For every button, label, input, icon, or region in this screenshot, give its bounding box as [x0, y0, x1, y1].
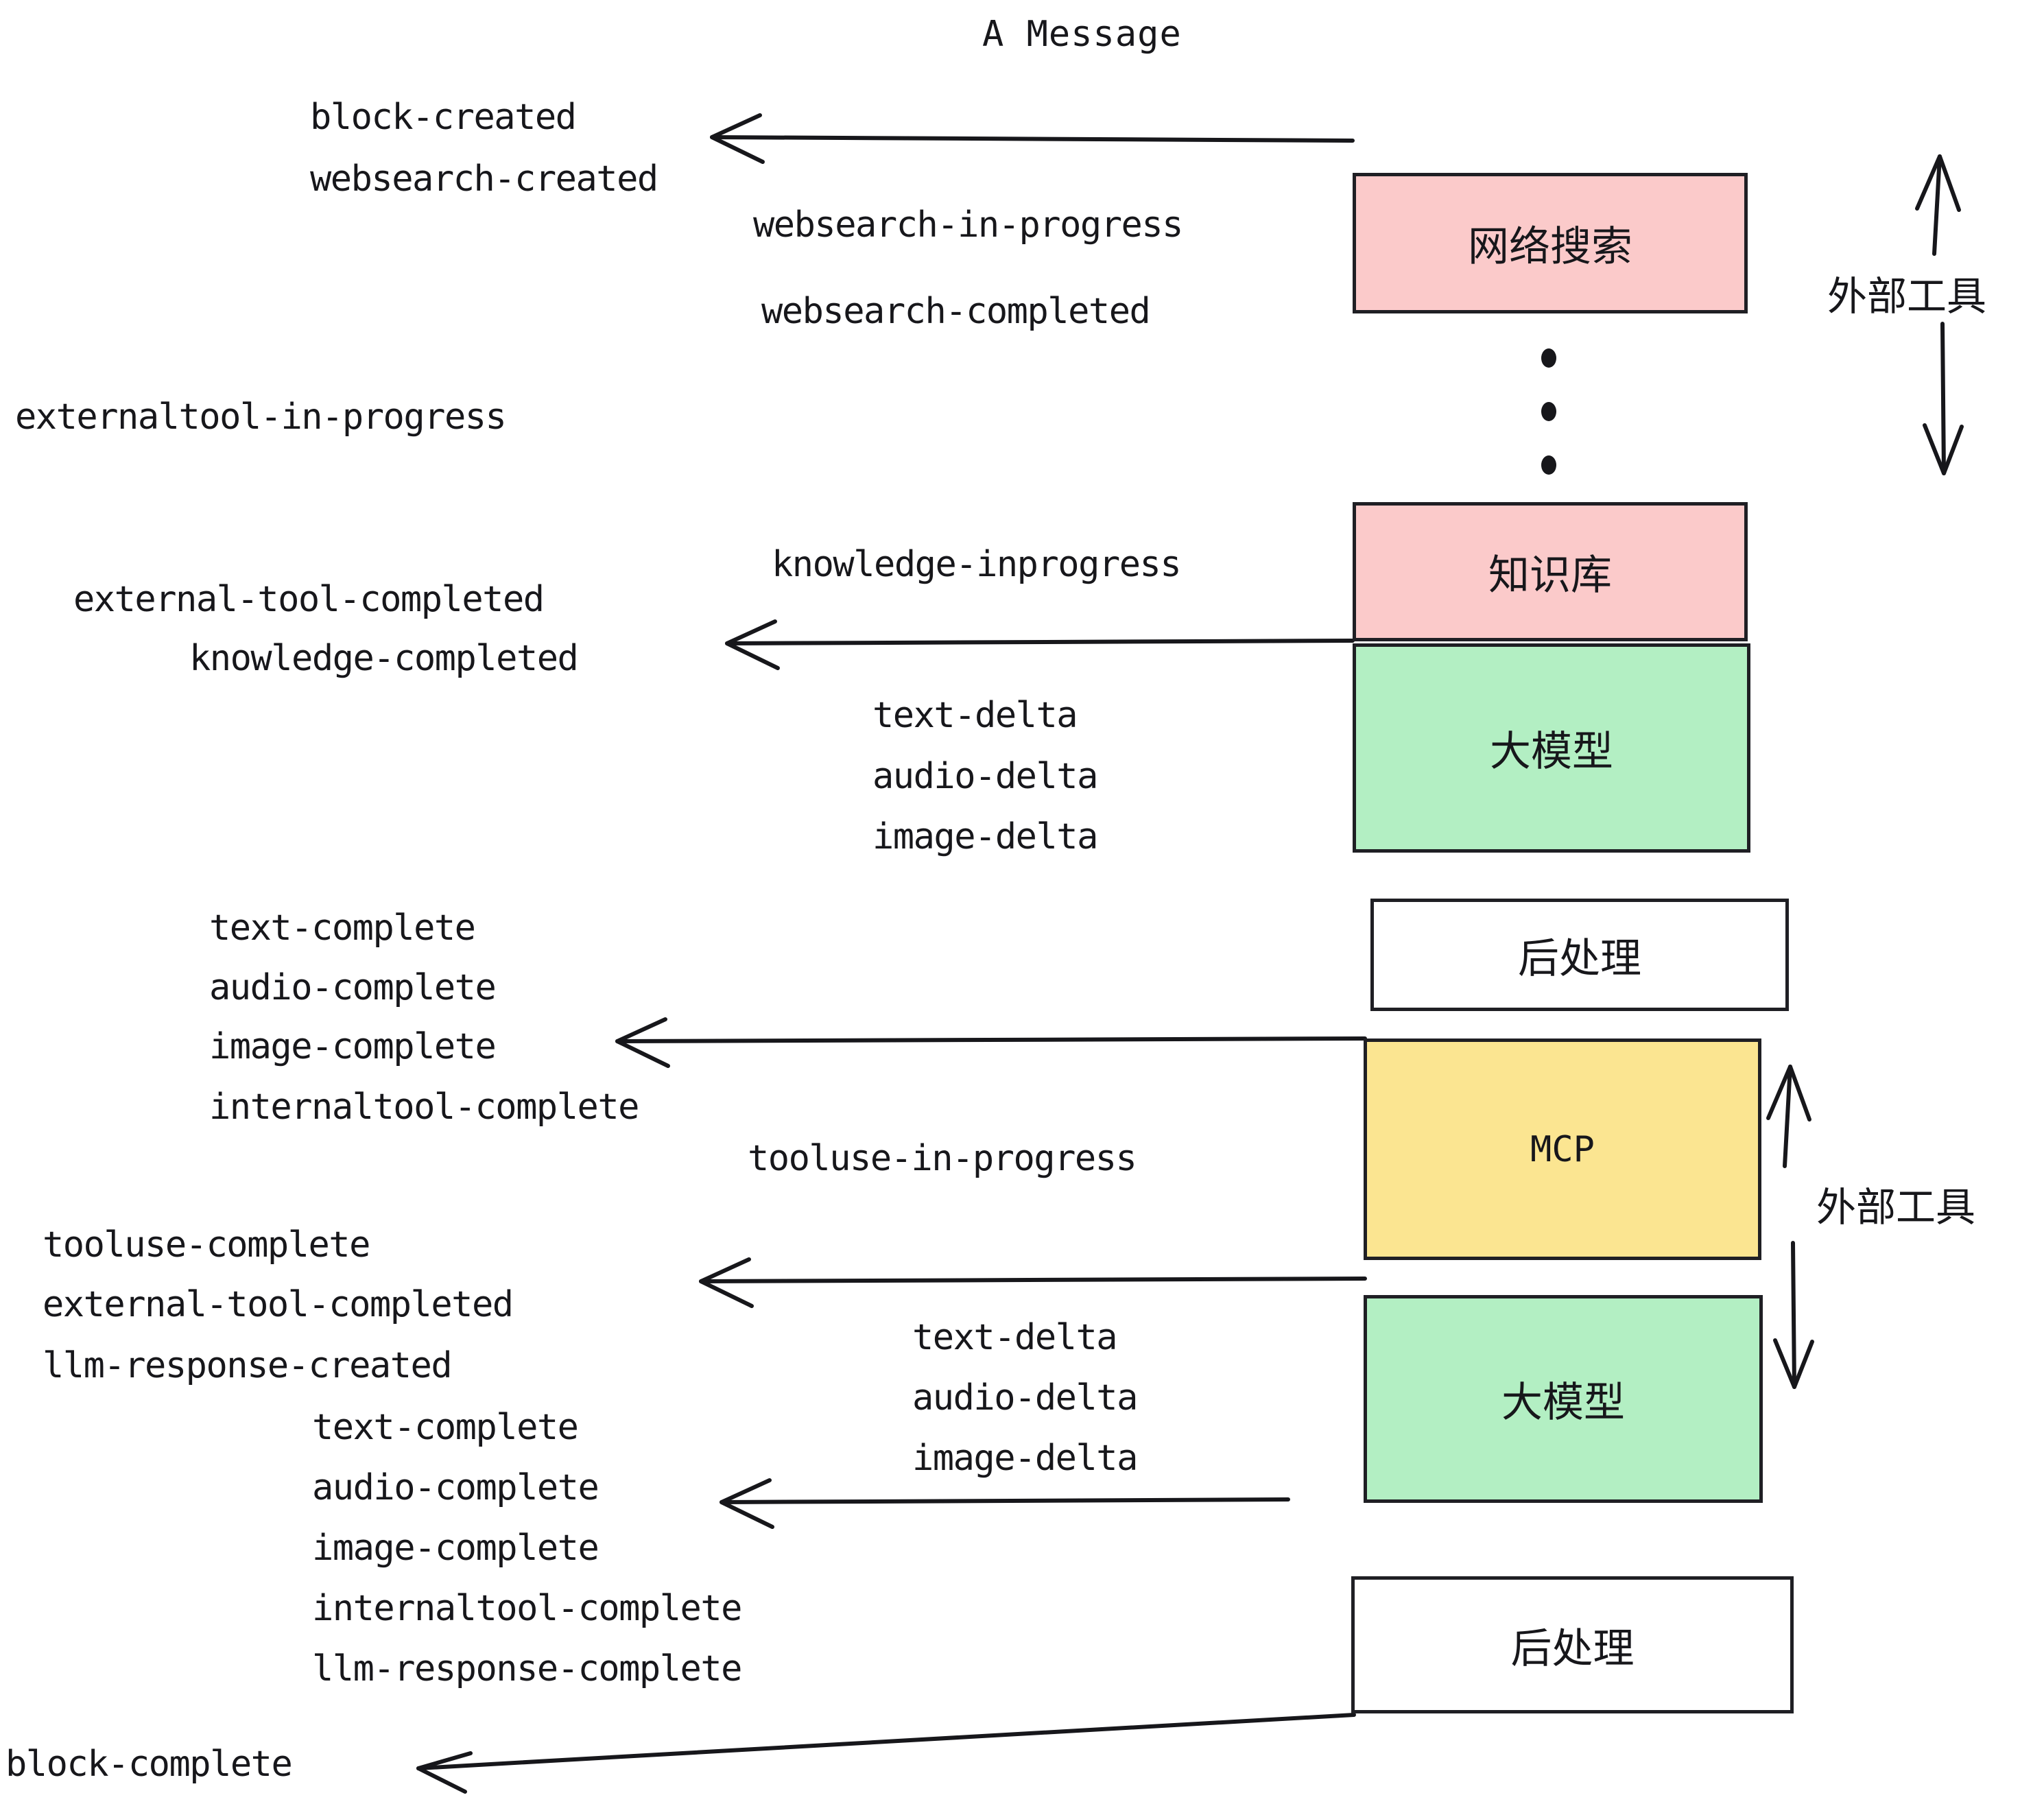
box-postprocess-2-label: 后处理: [1510, 1624, 1635, 1673]
event-text-complete-2: text-complete: [312, 1407, 579, 1448]
event-text-complete-1: text-complete: [209, 907, 476, 949]
ellipsis-dot-2: [1541, 402, 1556, 421]
external-tool-top-up-line: [1932, 154, 1942, 256]
external-tool-bottom-down-line: [1791, 1241, 1796, 1389]
event-audio-delta-1: audio-delta: [872, 756, 1098, 797]
event-websearch-created: websearch-created: [310, 158, 658, 200]
external-tool-top-down-line: [1940, 322, 1946, 475]
arrow-line-6: [416, 1713, 1356, 1770]
box-postprocess-2[interactable]: 后处理: [1351, 1576, 1794, 1713]
box-mcp-label: MCP: [1530, 1128, 1595, 1170]
arrow-head-1: [710, 113, 765, 164]
event-image-complete-2: image-complete: [312, 1528, 599, 1569]
ellipsis-dot-3: [1541, 455, 1556, 475]
event-external-tool-completed-1: external-tool-completed: [73, 579, 545, 620]
event-audio-complete-1: audio-complete: [209, 967, 497, 1008]
box-llm-1[interactable]: 大模型: [1353, 643, 1750, 853]
arrow-line-4: [699, 1277, 1367, 1283]
event-tooluse-in-progress: tooluse-in-progress: [748, 1138, 1137, 1179]
arrow-line-5: [720, 1497, 1290, 1504]
event-audio-complete-2: audio-complete: [312, 1467, 599, 1508]
event-block-created: block-created: [310, 97, 577, 138]
box-llm-2[interactable]: 大模型: [1364, 1295, 1763, 1503]
external-tool-label-top: 外部工具: [1827, 273, 1987, 320]
arrow-head-2: [725, 619, 780, 670]
event-llm-response-complete: llm-response-complete: [312, 1648, 742, 1689]
event-image-complete-1: image-complete: [209, 1026, 497, 1067]
event-internaltool-complete-1: internaltool-complete: [209, 1087, 639, 1128]
event-websearch-completed: websearch-completed: [761, 291, 1151, 332]
box-knowledge[interactable]: 知识库: [1353, 502, 1748, 641]
external-tool-bottom-up-line: [1783, 1065, 1792, 1168]
box-postprocess-1-label: 后处理: [1518, 934, 1641, 983]
event-audio-delta-2: audio-delta: [912, 1377, 1138, 1419]
event-llm-response-created: llm-response-created: [43, 1345, 453, 1386]
event-knowledge-inprogress: knowledge-inprogress: [772, 544, 1182, 585]
event-block-complete: block-complete: [5, 1744, 293, 1785]
event-image-delta-1: image-delta: [872, 816, 1098, 857]
event-externaltool-in-progress: externaltool-in-progress: [15, 396, 507, 438]
event-external-tool-completed-2: external-tool-completed: [43, 1284, 514, 1325]
external-tool-top-up-head: [1915, 154, 1961, 212]
box-knowledge-label: 知识库: [1488, 551, 1612, 600]
box-websearch-label: 网络搜索: [1468, 223, 1632, 271]
box-llm-1-label: 大模型: [1490, 728, 1613, 776]
external-tool-top-down-head: [1923, 423, 1964, 475]
arrow-head-3: [615, 1017, 670, 1068]
event-internaltool-complete-2: internaltool-complete: [312, 1588, 742, 1629]
event-tooluse-complete: tooluse-complete: [43, 1224, 370, 1266]
event-image-delta-2: image-delta: [912, 1438, 1138, 1479]
arrow-line-2: [725, 639, 1355, 645]
event-text-delta-1: text-delta: [872, 695, 1078, 736]
event-knowledge-completed: knowledge-completed: [189, 638, 579, 679]
page-title: A Message: [982, 14, 1182, 55]
arrow-line-1: [710, 135, 1355, 143]
ellipsis-dot-1: [1541, 348, 1556, 368]
external-tool-bottom-down-head: [1773, 1338, 1814, 1389]
arrow-head-4: [699, 1257, 754, 1308]
arrow-head-5: [720, 1478, 774, 1529]
box-llm-2-label: 大模型: [1501, 1379, 1625, 1427]
event-websearch-in-progress: websearch-in-progress: [753, 204, 1183, 246]
external-tool-label-bottom: 外部工具: [1816, 1184, 1976, 1231]
external-tool-bottom-up-head: [1766, 1065, 1811, 1121]
event-text-delta-2: text-delta: [912, 1317, 1118, 1358]
box-postprocess-1[interactable]: 后处理: [1370, 899, 1789, 1011]
arrow-line-3: [615, 1036, 1367, 1043]
arrow-head-6: [416, 1751, 473, 1794]
box-websearch[interactable]: 网络搜索: [1353, 173, 1748, 313]
box-mcp[interactable]: MCP: [1364, 1039, 1761, 1260]
